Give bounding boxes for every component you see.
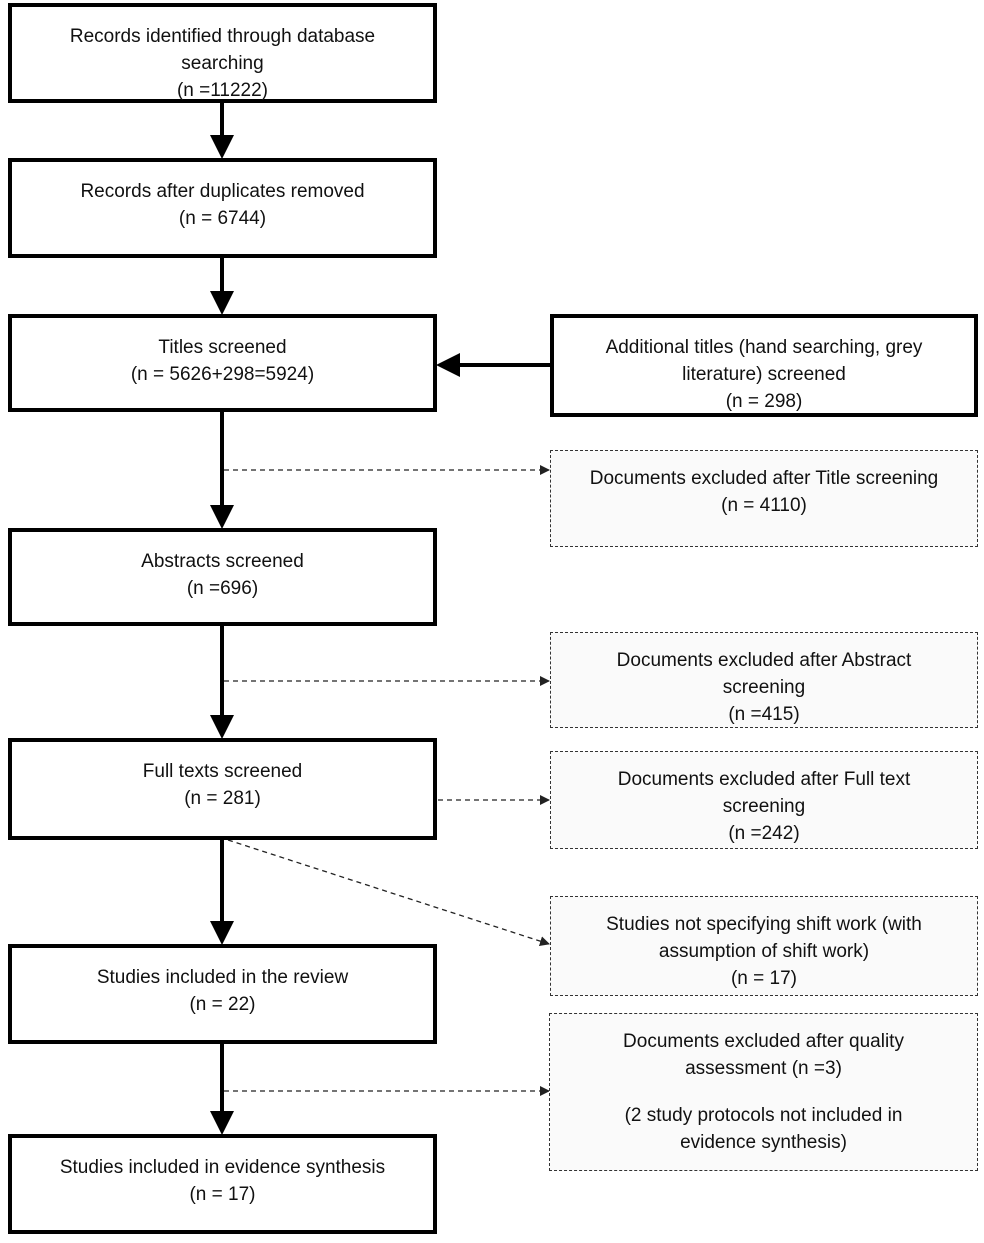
review-count: (n = 22) <box>189 994 256 1015</box>
box-abstracts-screened: Abstracts screened (n =696) <box>8 528 437 626</box>
excluded-quality-label-2: assessment (n =3) <box>685 1058 842 1079</box>
titles-screened-label: Titles screened <box>158 337 287 358</box>
excluded-abstract-label-2: screening <box>722 677 806 698</box>
additional-titles-label-1: Additional titles (hand searching, grey <box>605 337 923 358</box>
box-records-after-duplicates: Records after duplicates removed (n = 67… <box>8 158 437 258</box>
full-texts-count: (n = 281) <box>184 788 261 809</box>
arrow-not-specifying <box>227 839 550 946</box>
box-excluded-abstract-screening: Documents excluded after Abstract screen… <box>550 632 978 728</box>
additional-titles-label-2: literature) screened <box>682 364 846 385</box>
not-specifying-count: (n = 17) <box>730 968 797 989</box>
records-dedup-count: (n = 6744) <box>178 208 267 229</box>
excluded-fulltext-label-1: Documents excluded after Full text <box>617 769 911 790</box>
records-identified-label-2: searching <box>181 53 264 74</box>
box-not-specifying-shift-work: Studies not specifying shift work (with … <box>550 896 978 996</box>
synthesis-label: Studies included in evidence synthesis <box>59 1157 386 1178</box>
titles-screened-count: (n = 5626+298=5924) <box>130 364 315 385</box>
excluded-title-count: (n = 4110) <box>721 495 807 516</box>
not-specifying-label-1: Studies not specifying shift work (with <box>606 914 922 935</box>
box-titles-screened: Titles screened (n = 5626+298=5924) <box>8 314 437 412</box>
box-records-identified: Records identified through database sear… <box>8 3 437 103</box>
additional-titles-count: (n = 298) <box>725 391 803 412</box>
abstracts-screened-count: (n =696) <box>186 578 259 599</box>
not-specifying-label-2: assumption of shift work) <box>658 941 870 962</box>
box-additional-titles: Additional titles (hand searching, grey … <box>550 314 978 417</box>
excluded-abstract-label-1: Documents excluded after Abstract <box>616 650 912 671</box>
records-identified-count: (n =11222) <box>176 80 269 101</box>
box-studies-included-review: Studies included in the review (n = 22) <box>8 944 437 1044</box>
excluded-quality-note-1: (2 study protocols not included in <box>624 1105 903 1126</box>
excluded-abstract-count: (n =415) <box>728 704 800 725</box>
excluded-fulltext-count: (n =242) <box>728 823 800 844</box>
records-dedup-label: Records after duplicates removed <box>80 181 365 202</box>
excluded-title-label: Documents excluded after Title screening <box>589 468 939 489</box>
box-full-texts-screened: Full texts screened (n = 281) <box>8 738 437 840</box>
review-label: Studies included in the review <box>96 967 349 988</box>
box-excluded-quality-assessment: Documents excluded after quality assessm… <box>549 1013 978 1171</box>
box-excluded-title-screening: Documents excluded after Title screening… <box>550 450 978 547</box>
box-excluded-fulltext-screening: Documents excluded after Full text scree… <box>550 751 978 849</box>
abstracts-screened-label: Abstracts screened <box>141 551 304 572</box>
records-identified-label-1: Records identified through database <box>69 26 376 47</box>
synthesis-count: (n = 17) <box>189 1184 256 1205</box>
excluded-quality-note-2: evidence synthesis) <box>680 1132 847 1153</box>
excluded-quality-label-1: Documents excluded after quality <box>623 1031 904 1052</box>
excluded-fulltext-label-2: screening <box>722 796 806 817</box>
full-texts-label: Full texts screened <box>142 761 303 782</box>
box-studies-included-synthesis: Studies included in evidence synthesis (… <box>8 1134 437 1234</box>
